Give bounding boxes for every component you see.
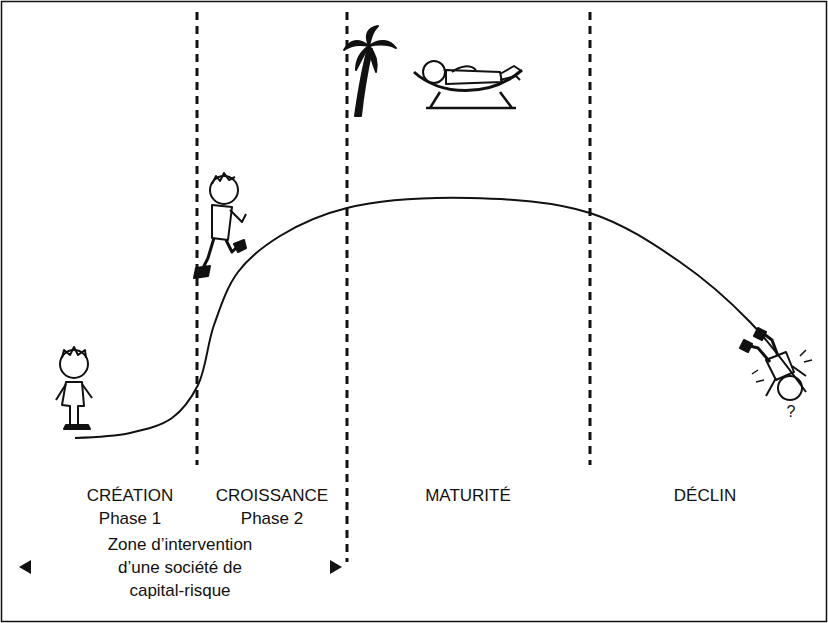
palm-frond [369, 46, 377, 72]
curve-layer [75, 198, 806, 438]
hammock-stand [426, 92, 516, 108]
person-body [446, 70, 502, 84]
person-head [778, 376, 802, 400]
phase-dividers [197, 12, 590, 562]
phase-name: CRÉATION [87, 484, 174, 507]
standing-person [56, 347, 92, 429]
person-legs [202, 238, 238, 270]
person-arm [452, 66, 476, 72]
falling-person [740, 328, 812, 400]
phase-divider [196, 12, 199, 465]
person-arms [56, 384, 92, 400]
palm-frond [369, 41, 396, 48]
person-feet [740, 328, 766, 352]
phase-number: Phase 2 [241, 507, 303, 530]
range-note: Zone d’intervention d’une société de cap… [93, 533, 268, 602]
person-body [62, 382, 84, 425]
phase-name: DÉCLIN [674, 484, 736, 507]
motion-marks [752, 350, 812, 382]
person-head [423, 61, 445, 83]
person-hair [62, 347, 86, 358]
person-legs [500, 66, 520, 80]
phase-number: Phase 1 [99, 507, 161, 530]
person-arm [230, 210, 246, 222]
climbing-person [194, 173, 246, 278]
range-arrow-right [330, 560, 342, 574]
person-body [212, 205, 232, 240]
hammock-person [414, 61, 522, 108]
person-head [60, 350, 88, 378]
palm-tree [344, 26, 396, 116]
phase-divider [589, 12, 592, 465]
phase-name: MATURITÉ [425, 484, 511, 507]
life-cycle-curve [75, 198, 806, 438]
question-mark: ? [787, 400, 796, 423]
person-hair [212, 173, 235, 184]
person-feet [64, 425, 90, 429]
phase-name: CROISSANCE [216, 484, 328, 507]
palm-frond [356, 46, 369, 70]
range-arrow-left [19, 560, 31, 574]
phase-divider [346, 12, 349, 562]
